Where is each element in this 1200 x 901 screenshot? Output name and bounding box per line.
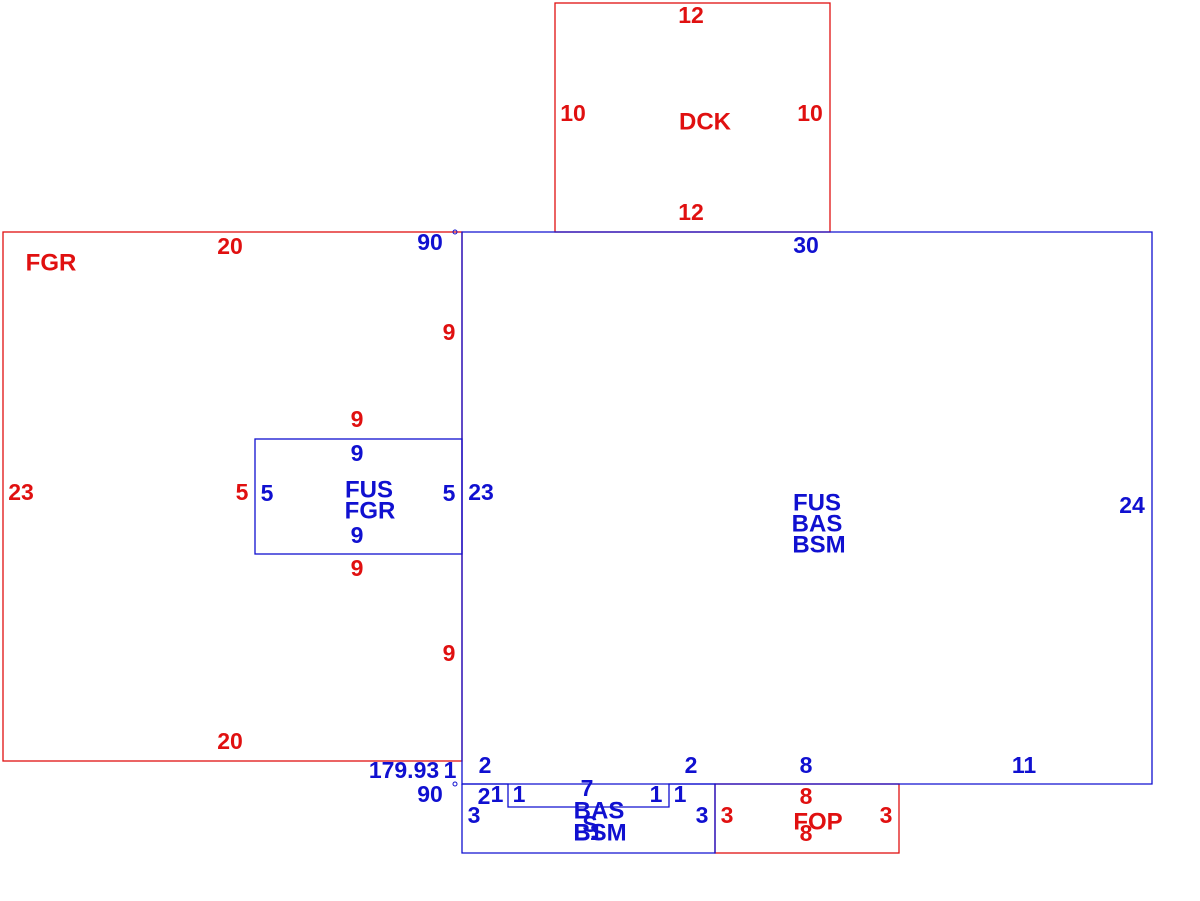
- fus-fgr-outline: [254, 438, 463, 555]
- main-right-dim: 24: [1119, 492, 1145, 518]
- angle-bottom-label-3: 90: [417, 781, 443, 807]
- fus-right-dim: 5: [443, 480, 456, 506]
- bump-dim-2: 2: [478, 783, 491, 809]
- fgr-inner-top-dim: 9: [351, 406, 364, 432]
- fop-right-dim: 3: [880, 802, 893, 828]
- vertex-marker-top: [452, 229, 458, 235]
- main-bottom-2b-dim: 2: [685, 752, 698, 778]
- fus-left-dim: 5: [261, 480, 274, 506]
- bump-area-label-bsm: BSM: [573, 819, 626, 846]
- dck-top-dim: 12: [678, 2, 704, 28]
- fgr-left-dim: 23: [8, 479, 34, 505]
- main-left-dim: 23: [468, 479, 494, 505]
- bump-dim-1b: 1: [513, 781, 526, 807]
- fop-top-dim: 8: [800, 783, 813, 809]
- dck-area-label: DCK: [679, 108, 732, 135]
- dck-bottom-dim: 12: [678, 199, 704, 225]
- fop-bottom-dim: 8: [800, 820, 813, 846]
- angle-bottom-label-2: 1: [444, 757, 457, 783]
- bump-dim-1c: 1: [650, 781, 663, 807]
- dck-right-dim: 10: [797, 100, 823, 126]
- vertex-marker-bottom: [452, 781, 458, 787]
- fgr-top-dim: 20: [217, 233, 243, 259]
- fgr-right-lower-dim: 9: [443, 640, 456, 666]
- main-bottom-2a-dim: 2: [479, 752, 492, 778]
- fgr-inner-bottom-dim: 9: [351, 555, 364, 581]
- angle-top-label: 90: [417, 229, 443, 255]
- fop-left-dim: 3: [721, 802, 734, 828]
- main-top-dim: 30: [793, 232, 819, 258]
- main-bottom-8-dim: 8: [800, 752, 813, 778]
- bump-dim-7: 7: [581, 775, 594, 801]
- main-area-label-fus: FUS: [793, 489, 841, 516]
- fus-bottom-dim: 9: [351, 522, 364, 548]
- fgr-right-upper-dim: 9: [443, 319, 456, 345]
- bump-overlap-b: B: [574, 819, 591, 845]
- fus-top-dim: 9: [351, 440, 364, 466]
- bump-dim-3b: 3: [696, 802, 709, 828]
- bump-overlap-s: S: [582, 811, 597, 837]
- fgr-inner-left-dim: 5: [236, 479, 249, 505]
- bump-dim-1d: 1: [674, 781, 687, 807]
- main-bottom-11-dim: 11: [1012, 752, 1037, 778]
- bump-outline: [461, 783, 716, 854]
- main-house-outline: [461, 231, 1153, 785]
- bump-overlap-1: 1: [590, 819, 603, 845]
- main-area-label-bas: BAS: [792, 510, 843, 537]
- main-area-label-bsm: BSM: [792, 531, 845, 558]
- fus-area-label-1: FUS: [345, 476, 393, 503]
- fgr-area-label: FGR: [26, 249, 77, 276]
- bump-dim-3a: 3: [468, 802, 481, 828]
- fgr-area-label-2: FGR: [345, 497, 396, 524]
- bump-area-label-bas: BAS: [574, 797, 625, 824]
- bump-dim-1a: 1: [491, 781, 504, 807]
- angle-bottom-label-1: 179.93: [369, 757, 439, 783]
- fop-area-label: FOP: [793, 808, 842, 835]
- fgr-bottom-dim: 20: [217, 728, 243, 754]
- dck-left-dim: 10: [560, 100, 586, 126]
